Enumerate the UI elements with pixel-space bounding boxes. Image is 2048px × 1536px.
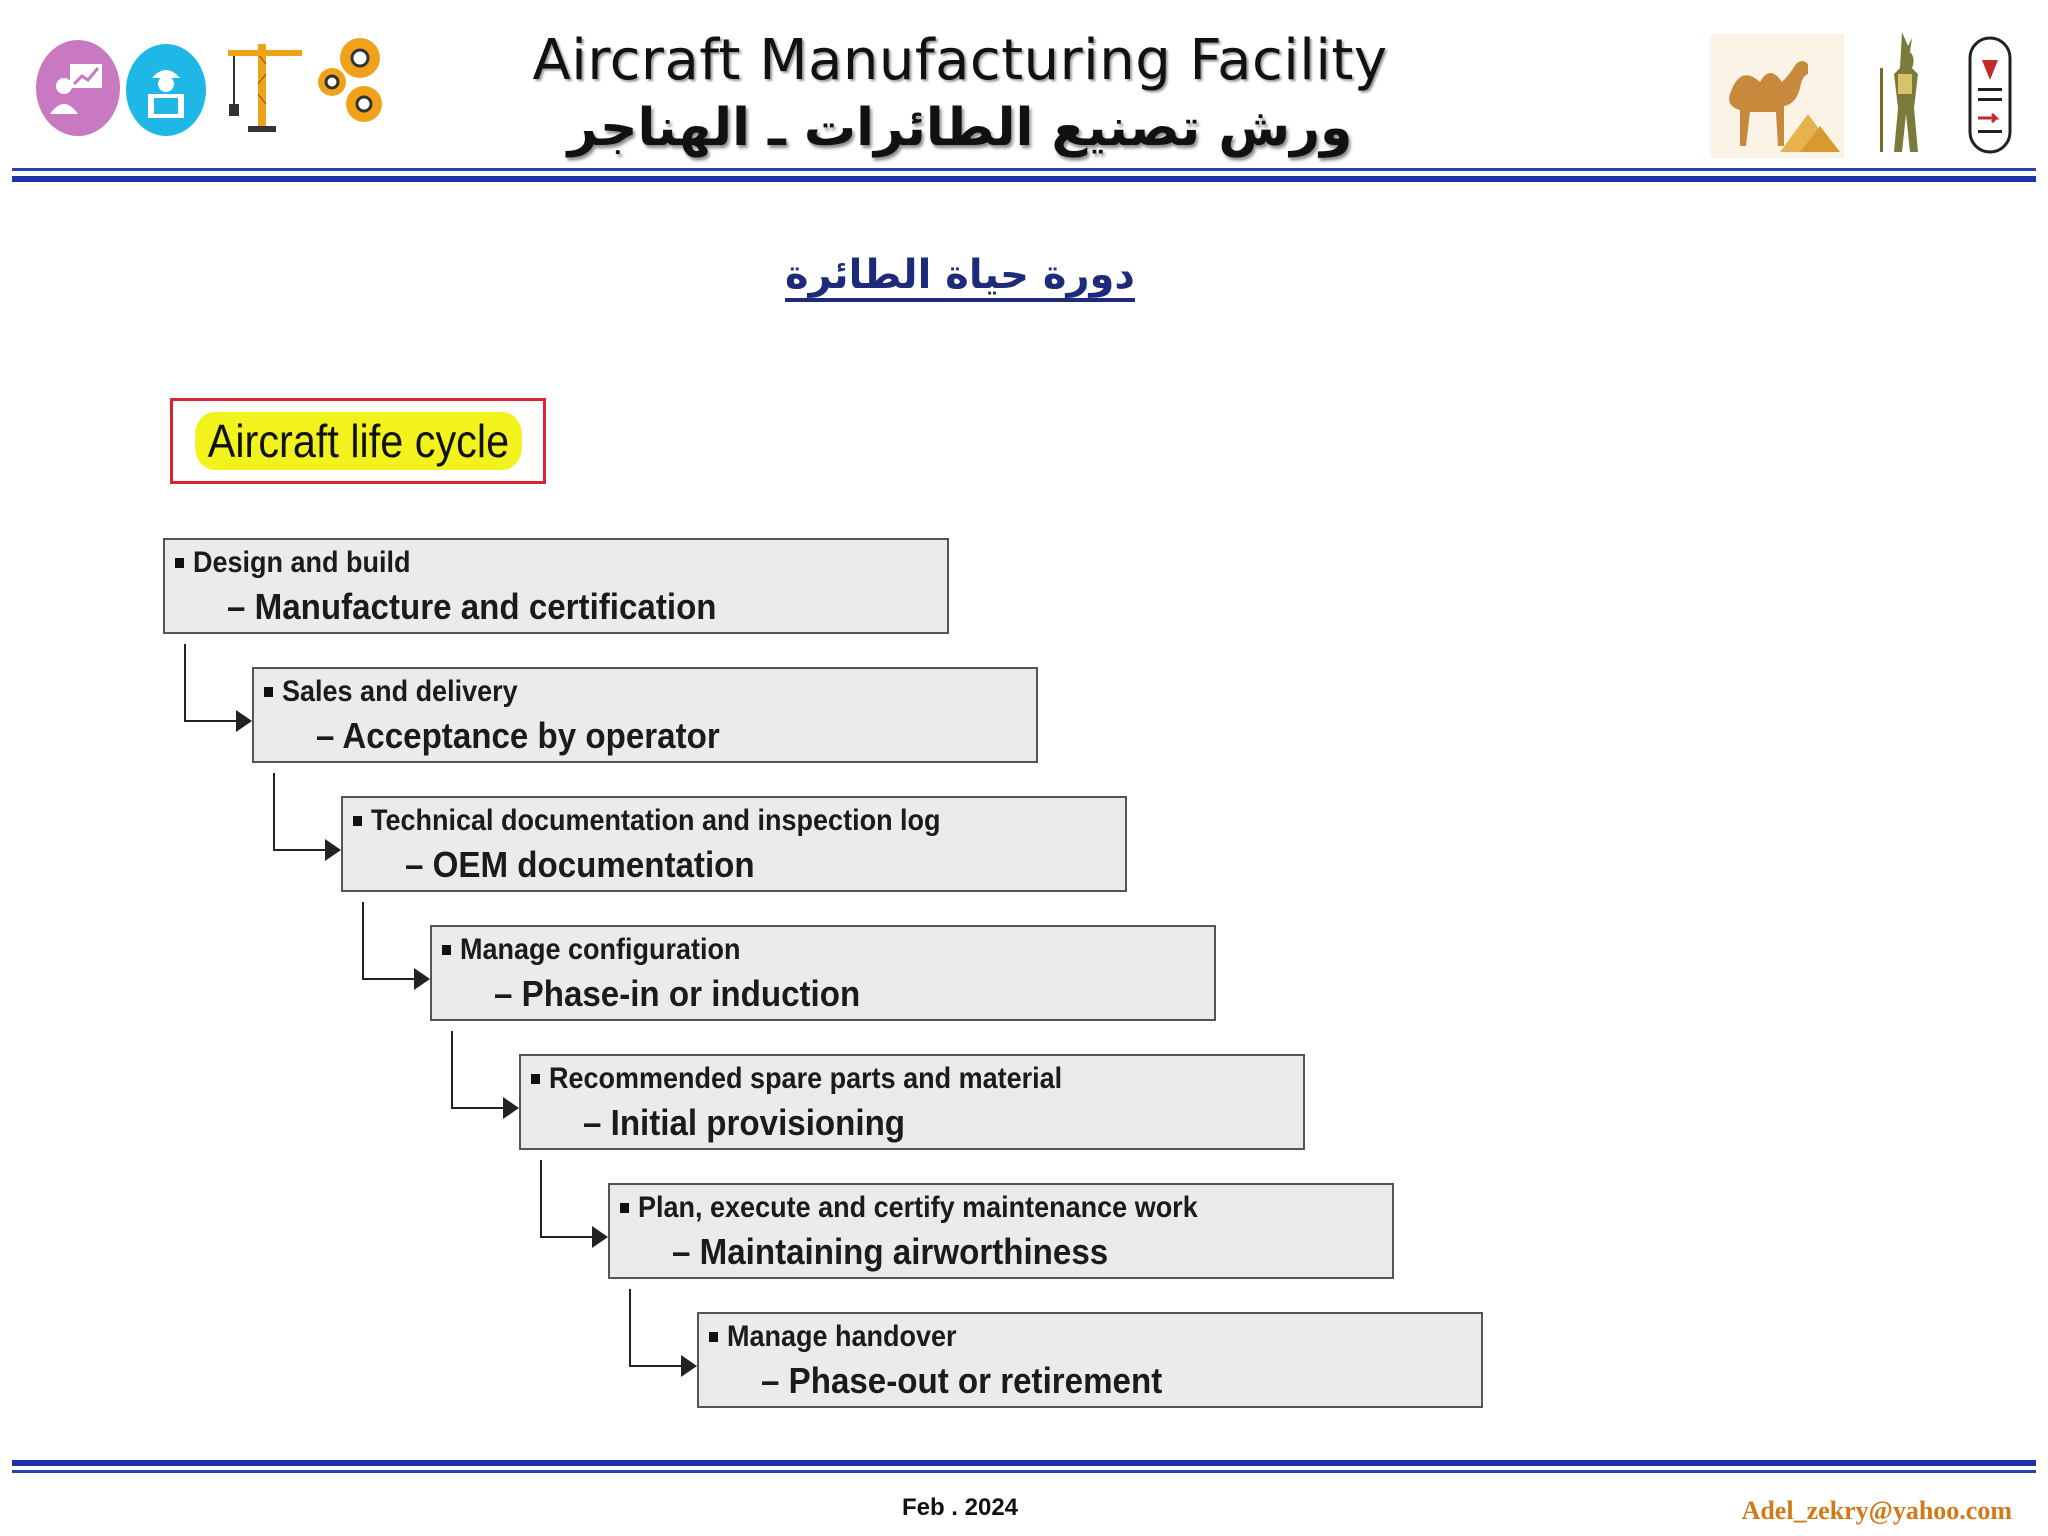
footer-rule-top <box>12 1460 2036 1466</box>
bullet-square-icon <box>709 1332 718 1342</box>
step-connector-arrow <box>184 644 252 732</box>
engineer-blueprint-icon <box>126 44 206 136</box>
step-heading: Technical documentation and inspection l… <box>353 804 941 838</box>
header-rule-bottom <box>12 176 2036 182</box>
footer-email: Adel_zekry@yahoo.com <box>1741 1496 2012 1525</box>
header-rule-top <box>12 168 2036 171</box>
step-heading: Sales and delivery <box>264 675 518 709</box>
step-connector-arrow <box>451 1031 519 1119</box>
bullet-square-icon <box>531 1074 540 1084</box>
lifecycle-step-2: Sales and delivery – Acceptance by operat… <box>252 667 1038 763</box>
step-heading-text: Manage configuration <box>460 933 741 966</box>
step-subheading: – Phase-in or induction <box>494 973 861 1014</box>
bullet-square-icon <box>620 1203 629 1213</box>
lifecycle-step-6: Plan, execute and certify maintenance wo… <box>608 1183 1394 1279</box>
lifecycle-label-frame: Aircraft life cycle <box>170 398 546 484</box>
step-subheading: – Maintaining airworthiness <box>672 1231 1109 1272</box>
step-subheading: – OEM documentation <box>405 844 755 885</box>
step-subheading: – Manufacture and certification <box>227 586 717 627</box>
bullet-square-icon <box>353 816 362 826</box>
bullet-square-icon <box>442 945 451 955</box>
bullet-square-icon <box>175 558 184 568</box>
training-presenter-icon <box>36 40 120 136</box>
step-heading: Plan, execute and certify maintenance wo… <box>620 1191 1198 1225</box>
step-subheading: – Acceptance by operator <box>316 715 720 756</box>
step-connector-arrow <box>540 1160 608 1248</box>
footer-date: Feb . 2024 <box>901 1494 1019 1521</box>
step-heading-text: Plan, execute and certify maintenance wo… <box>638 1191 1198 1224</box>
step-heading: Manage configuration <box>442 933 741 967</box>
header-subtitle: ورش تصنيع الطائرات ـ الهناجر <box>567 98 1353 158</box>
step-heading-text: Technical documentation and inspection l… <box>371 804 941 837</box>
egypt-emblem-icon <box>1966 36 2014 154</box>
lifecycle-step-5: Recommended spare parts and material – In… <box>519 1054 1305 1150</box>
bullet-square-icon <box>264 687 273 697</box>
step-subheading: – Phase-out or retirement <box>761 1360 1163 1401</box>
step-heading-text: Sales and delivery <box>282 675 518 708</box>
tower-crane-icon <box>224 34 304 139</box>
lifecycle-step-3: Technical documentation and inspection l… <box>341 796 1127 892</box>
section-title: دورة حياة الطائرة <box>785 252 1135 298</box>
lifecycle-step-4: Manage configuration – Phase-in or induct… <box>430 925 1216 1021</box>
step-heading-text: Design and build <box>193 546 411 579</box>
lifecycle-label: Aircraft life cycle <box>194 412 522 470</box>
lifecycle-step-1: Design and build – Manufacture and certif… <box>163 538 949 634</box>
step-heading: Design and build <box>175 546 411 580</box>
step-subheading: – Initial provisioning <box>583 1102 906 1143</box>
step-heading: Manage handover <box>709 1320 957 1354</box>
step-heading-text: Recommended spare parts and material <box>549 1062 1063 1095</box>
gears-icon <box>310 30 396 135</box>
step-connector-arrow <box>273 773 341 861</box>
header-title: Aircraft Manufacturing Facility <box>532 28 1388 93</box>
step-connector-arrow <box>629 1289 697 1377</box>
step-connector-arrow <box>362 902 430 990</box>
camel-pyramids-icon <box>1710 34 1844 158</box>
anubis-figure-icon <box>1872 28 1938 156</box>
step-heading-text: Manage handover <box>727 1320 957 1353</box>
step-heading: Recommended spare parts and material <box>531 1062 1062 1096</box>
lifecycle-step-7: Manage handover – Phase-out or retirement <box>697 1312 1483 1408</box>
footer-rule-bottom <box>12 1470 2036 1473</box>
